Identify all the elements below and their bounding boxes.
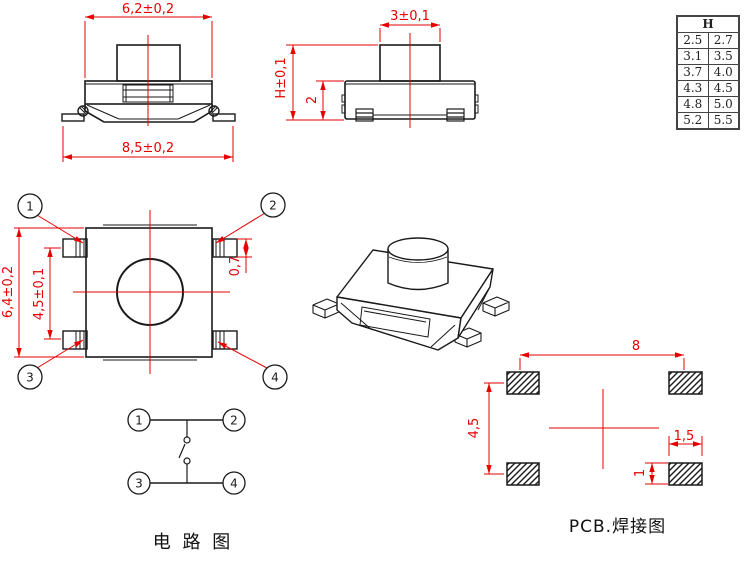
h-table-cell: 4.0 [707, 64, 740, 81]
side-dimensions [286, 22, 441, 128]
h-table-cell: 4.5 [707, 80, 740, 97]
top-pin3-label: 3 [26, 371, 34, 385]
top-pin4-label: 4 [271, 371, 279, 385]
circuit-diagram: 1 2 3 4 [127, 408, 246, 495]
h-table-cell: 2.7 [707, 32, 740, 49]
circuit-pin1-label: 1 [135, 414, 143, 428]
table-row: 4.8 5.0 [676, 96, 740, 113]
front-dim-top-label: 6,2±0,2 [122, 2, 174, 17]
pcb-dimensions [484, 352, 703, 485]
h-table-cell: 3.5 [707, 48, 740, 65]
top-pin2-label: 2 [269, 199, 277, 213]
height-table-header: H [676, 15, 740, 33]
h-table-cell: 5.5 [707, 112, 740, 130]
pcb-layout-caption: PCB.焊接图 [568, 517, 667, 537]
pad-top-left [506, 371, 540, 395]
side-view: 3±0,1 H±0,1 2 [274, 9, 479, 128]
top-dimensions [14, 227, 252, 358]
table-row: 4.3 4.5 [676, 80, 740, 97]
pad-top-right [668, 371, 703, 395]
front-view: 6,2±0,2 8,5±0,2 [61, 2, 236, 162]
table-row: 2.5 2.7 [676, 32, 740, 49]
front-leads [61, 105, 236, 122]
top-dim-pitch-label: 4,5±0,1 [32, 268, 47, 320]
front-dimensions [62, 14, 234, 162]
h-table-cell: 4.8 [676, 96, 709, 113]
side-feet [355, 108, 465, 122]
iso-view [312, 237, 510, 351]
h-table-cell: 3.1 [676, 48, 709, 65]
top-centerlines [73, 210, 230, 374]
side-dim-body-label: 2 [305, 96, 320, 104]
pcb-dim-pad-height-label: 1 [633, 469, 648, 477]
h-table-cell: 4.3 [676, 80, 709, 97]
pcb-dim-pad-width-label: 1,5 [674, 429, 695, 444]
h-table-cell: 2.5 [676, 32, 709, 49]
table-row: 5.2 5.5 [676, 112, 740, 130]
height-options-table: H 2.5 2.7 3.1 3.5 3.7 4.0 4.3 4.5 4.8 5.… [676, 15, 740, 130]
front-dim-bottom-label: 8,5±0,2 [122, 141, 174, 156]
top-pin-callouts: 1 2 3 4 [17, 192, 288, 390]
circuit-pin2-label: 2 [230, 414, 238, 428]
top-pin1-label: 1 [26, 200, 34, 214]
circuit-diagram-caption: 电 路 图 [152, 532, 234, 553]
pcb-layout: 8 4,5 1,5 1 [467, 339, 703, 486]
h-table-cell: 5.2 [676, 112, 709, 130]
circuit-pin3-label: 3 [135, 477, 143, 491]
switch-symbol [178, 420, 191, 483]
iso-front-details [340, 286, 491, 348]
pcb-dim-span-v-label: 4,5 [467, 418, 482, 439]
h-table-cell: 3.7 [676, 64, 709, 81]
table-row: 3.1 3.5 [676, 48, 740, 65]
side-dim-width-label: 3±0,1 [390, 9, 430, 24]
circuit-pin4-label: 4 [230, 477, 238, 491]
pad-bottom-right [668, 462, 703, 486]
table-row: 3.7 4.0 [676, 64, 740, 81]
pcb-pads [506, 371, 703, 486]
pad-bottom-left [506, 462, 540, 486]
iso-button [387, 237, 449, 291]
top-dim-pinwidth-label: 0,7 [228, 256, 243, 277]
top-view: 6,4±0,2 4,5±0,1 0,7 1 2 3 4 [1, 192, 288, 390]
circuit-pin-circles [127, 408, 246, 495]
pcb-dim-span-h-label: 8 [632, 339, 640, 354]
top-dim-height-label: 6,4±0,2 [1, 266, 16, 318]
side-dim-height-label: H±0,1 [274, 57, 289, 98]
h-table-cell: 5.0 [707, 96, 740, 113]
